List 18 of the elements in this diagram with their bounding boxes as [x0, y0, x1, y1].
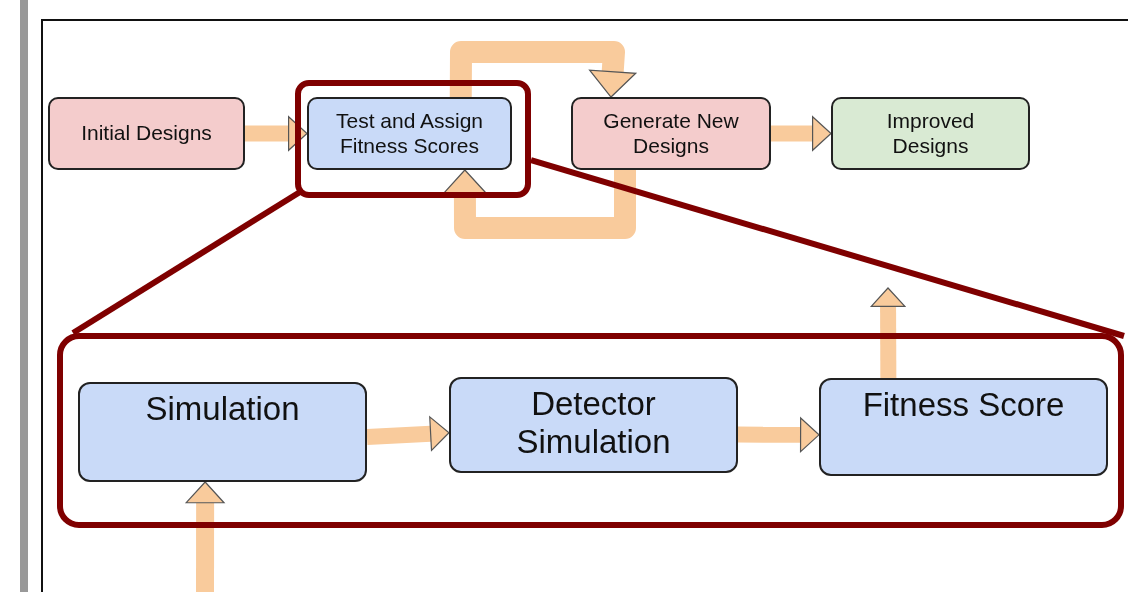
box-label: Generate New Designs	[602, 109, 740, 158]
block-arrow	[441, 169, 636, 239]
box-label: Initial Designs	[81, 121, 212, 146]
block-arrow	[737, 417, 820, 453]
block-arrow	[771, 116, 832, 151]
block-arrow	[185, 481, 225, 592]
box-label: Fitness Score	[862, 386, 1065, 424]
box-label: Test and Assign Fitness Scores	[334, 109, 485, 158]
block-arrow	[245, 116, 308, 151]
box-label: Detector Simulation	[515, 385, 672, 461]
highlight-frame	[295, 80, 531, 198]
zoom-line	[530, 157, 1125, 339]
block-arrow	[366, 416, 450, 451]
block-arrow	[449, 41, 637, 98]
box-label: Improved Designs	[885, 109, 976, 158]
block-arrow	[870, 287, 906, 379]
box-label: Simulation	[145, 390, 300, 428]
zoom-panel	[57, 333, 1124, 528]
